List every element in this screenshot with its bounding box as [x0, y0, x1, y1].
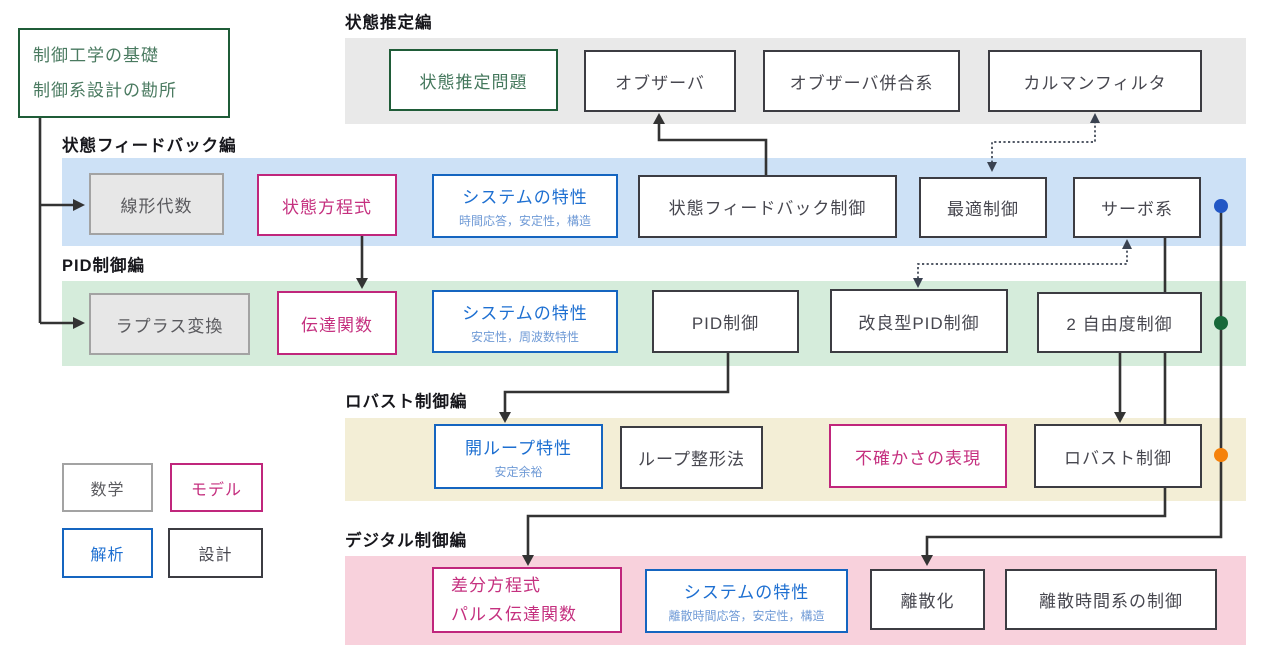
route-dot-state-feedback [1214, 199, 1228, 213]
line-intro-spine [38, 118, 77, 325]
legend-analysis: 解析 [62, 528, 153, 578]
box-label: オブザーバ併合系 [789, 73, 934, 93]
box-sublabel: 安定性，周波数特性 [470, 329, 579, 344]
box-label: ラプラス変換 [115, 316, 224, 336]
box-state-feedback-control: 状態フィードバック制御 [638, 175, 897, 238]
line-pid-to-open-loop [503, 353, 730, 416]
box-label: 開ループ特性 [465, 438, 572, 458]
box-linear-algebra: 線形代数 [89, 173, 224, 235]
legend-model: モデル [170, 463, 263, 512]
box-label: 状態推定問題 [419, 72, 528, 92]
intro-box: 制御工学の基礎 制御系設計の勘所 [18, 28, 230, 118]
box-sublabel: 時間応答，安定性，構造 [458, 214, 591, 228]
box-label: ロバスト制御 [1064, 448, 1172, 468]
box-label: 状態フィードバック制御 [668, 199, 867, 218]
box-sublabel: 離散時間応答，安定性，構造 [668, 609, 825, 623]
section-header-pid: PID制御編 [62, 257, 146, 275]
box-label: 2 自由度制御 [1066, 315, 1173, 334]
box-label: システムの特性 [683, 583, 810, 602]
legend-math: 数学 [62, 463, 153, 512]
box-label: 状態方程式 [282, 197, 372, 217]
box-label: 不確かさの表現 [855, 448, 981, 468]
box-loop-shaping: ループ整形法 [620, 426, 763, 489]
line-servo-improvedpid-dotted [917, 246, 1128, 281]
legend-label: モデル [190, 481, 242, 499]
box-sublabel: 安定余裕 [494, 464, 543, 479]
box-label: サーボ系 [1101, 200, 1173, 219]
legend-label: 数学 [90, 481, 125, 499]
box-observer-combined: オブザーバ併合系 [763, 50, 960, 112]
line-kalman-optimal-dotted [991, 121, 1096, 165]
box-open-loop-properties: 開ループ特性 安定余裕 [434, 424, 603, 489]
box-kalman-filter: カルマンフィルタ [988, 50, 1202, 112]
section-header-state-estimation: 状態推定編 [345, 14, 433, 32]
box-label: 最適制御 [947, 200, 1019, 219]
box-label: システムの特性 [462, 303, 588, 323]
box-label: オブザーバ [615, 73, 705, 93]
box-discrete-time-control: 離散時間系の制御 [1005, 569, 1217, 630]
line-dotrail-to-discretization [925, 210, 1223, 559]
box-system-properties-3: システムの特性 離散時間応答，安定性，構造 [645, 569, 848, 633]
box-difference-equation: 差分方程式 パルス伝達関数 [432, 567, 622, 633]
box-uncertainty-representation: 不確かさの表現 [829, 424, 1007, 488]
intro-line-1: 制御工学の基礎 [33, 46, 159, 65]
line-servo-to-difference-eq [526, 238, 1167, 559]
route-dot-robust [1214, 448, 1228, 462]
box-observer: オブザーバ [584, 50, 736, 112]
box-label: ループ整形法 [638, 450, 745, 469]
legend-label: 設計 [198, 547, 233, 564]
intro-line-2: 制御系設計の勘所 [33, 81, 177, 100]
box-system-properties-1: システムの特性 時間応答，安定性，構造 [432, 174, 618, 238]
box-label: システムの特性 [462, 188, 588, 207]
box-label: 伝達関数 [301, 315, 373, 335]
box-label: 線形代数 [120, 196, 193, 216]
box-state-estimation-problem: 状態推定問題 [389, 49, 558, 111]
legend-label: 解析 [90, 547, 125, 564]
box-label-2: パルス伝達関数 [451, 605, 577, 624]
box-improved-pid-control: 改良型PID制御 [830, 289, 1008, 353]
box-system-properties-2: システムの特性 安定性，周波数特性 [432, 290, 618, 353]
box-laplace-transform: ラプラス変換 [89, 293, 250, 355]
box-state-equation: 状態方程式 [257, 174, 397, 236]
box-label: 差分方程式 [451, 576, 541, 595]
line-sfb-to-observer [657, 122, 768, 175]
box-label: 離散化 [900, 592, 955, 611]
box-label: PID制御 [691, 314, 760, 333]
box-discretization: 離散化 [870, 569, 985, 630]
section-header-state-feedback: 状態フィードバック編 [62, 137, 237, 155]
box-two-dof-control: 2 自由度制御 [1037, 292, 1202, 353]
box-label: 改良型PID制御 [858, 313, 980, 333]
legend-design: 設計 [168, 528, 263, 578]
box-transfer-function: 伝達関数 [277, 291, 397, 355]
box-servo-system: サーボ系 [1073, 177, 1201, 238]
box-label: カルマンフィルタ [1023, 73, 1167, 93]
route-dot-pid [1214, 316, 1228, 330]
section-header-robust: ロバスト制御編 [345, 393, 468, 411]
box-optimal-control: 最適制御 [919, 177, 1047, 238]
box-pid-control: PID制御 [652, 290, 799, 353]
box-robust-control: ロバスト制御 [1034, 424, 1202, 488]
box-label: 離散時間系の制御 [1039, 592, 1183, 611]
section-header-digital: デジタル制御編 [345, 532, 468, 550]
